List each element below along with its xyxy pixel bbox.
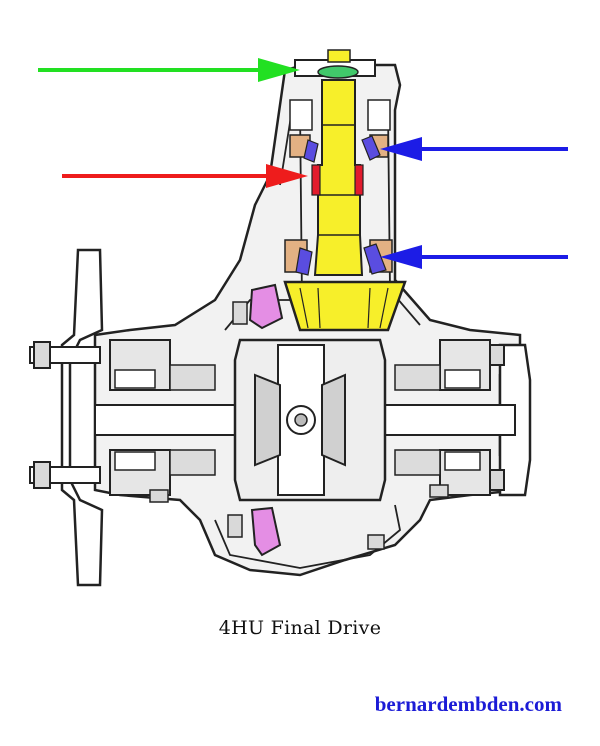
housing-bolt bbox=[429, 484, 449, 498]
housing-bolt bbox=[232, 301, 248, 325]
pinion-seal bbox=[317, 65, 359, 79]
housing-lower-skirt bbox=[214, 504, 401, 569]
pinion-nut bbox=[327, 49, 351, 63]
blue-arrow-lower bbox=[380, 245, 568, 269]
collapsible-spacer bbox=[354, 164, 364, 196]
right-axle-bearings bbox=[394, 339, 491, 496]
diff-side-gear-left bbox=[254, 373, 281, 467]
left-nut-upper bbox=[33, 341, 51, 369]
housing-bolt bbox=[227, 514, 243, 538]
green-arrow bbox=[38, 58, 300, 82]
left-axle-bearings bbox=[109, 339, 216, 496]
left-flange-plate bbox=[60, 248, 104, 587]
collapsible-spacer bbox=[311, 164, 321, 196]
source-watermark: bernardembden.com bbox=[374, 692, 562, 716]
differential-carrier bbox=[233, 338, 387, 502]
inner-pinion-bearing bbox=[295, 247, 313, 276]
left-nut-lower bbox=[33, 461, 51, 489]
outer-pinion-bearing bbox=[303, 139, 319, 163]
inner-pinion-bearing bbox=[363, 243, 387, 275]
left-flange bbox=[29, 248, 104, 587]
red-arrow bbox=[62, 164, 308, 188]
diff-side-gear-right bbox=[321, 373, 346, 467]
outer-pinion-bearing bbox=[361, 135, 381, 161]
pinion-gear-head bbox=[283, 280, 407, 332]
ring-gear-lower bbox=[250, 506, 282, 557]
diagram-caption: 4HU Final Drive bbox=[218, 617, 382, 639]
blue-arrow-upper bbox=[380, 137, 568, 161]
ring-gear-upper bbox=[248, 283, 284, 330]
pinion-seal-housing bbox=[289, 99, 313, 131]
housing-bolt bbox=[149, 489, 169, 503]
housing-bolt bbox=[367, 534, 385, 550]
pinion-seal-housing bbox=[367, 99, 391, 131]
